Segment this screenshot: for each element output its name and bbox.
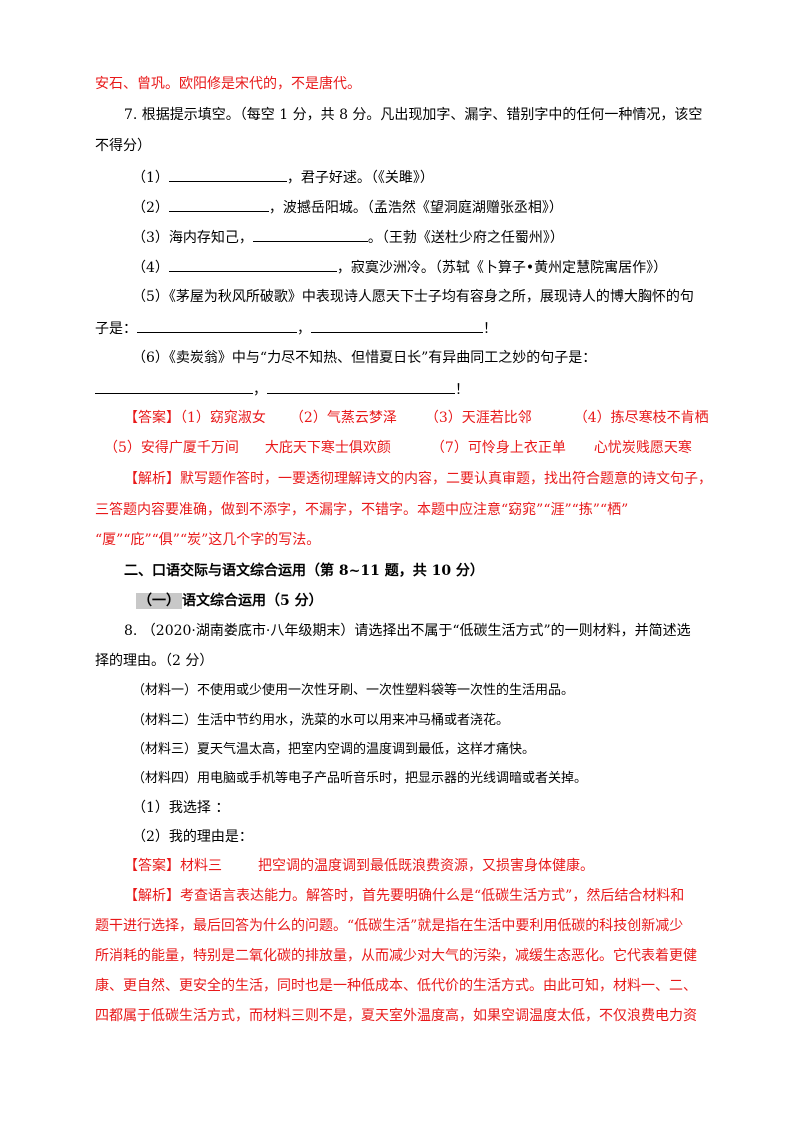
item-number: （1）: [132, 170, 169, 186]
item-text: ，君子好逑。（《关雎》）: [286, 170, 434, 186]
section-2-title: 二、口语交际与语文综合运用（第 8~11 题，共 10 分）: [124, 563, 484, 579]
q7-instruction-line2: 不得分）: [95, 138, 151, 154]
analysis-tag: 【解析】: [124, 471, 180, 487]
item-text: ，寂寞沙洲冷。（苏轼《卜算子•黄州定慧院寓居作》）: [336, 260, 668, 276]
item-number: （3）: [132, 230, 169, 246]
answer-blank[interactable]: [252, 226, 368, 242]
item-number: （4）: [132, 260, 169, 276]
item-text: 海内存知己，: [168, 230, 253, 246]
q7-item-3: （3）海内存知己， 。（王勃《送杜少府之任蜀州》）: [132, 226, 564, 248]
material-2: （材料二）生活中节约用水，洗菜的水可以用来冲马桶或者浇花。: [132, 713, 510, 728]
q8-analysis-line1: 【解析】考查语言表达能力。解答时，首先要明确什么是“低碳生活方式”，然后结合材料…: [124, 888, 685, 904]
q7-item-5-line2: 子是：，！: [95, 317, 497, 339]
answer-blank[interactable]: [311, 317, 483, 333]
q7-answer-line2: （5）安得广厦千万间大庇天下寒士俱欢颜（7）可怜身上衣正单心忧炭贱愿天寒: [104, 440, 692, 456]
q7-analysis-line3: “厦”“庇”“俱”“炭”这几个字的写法。: [95, 532, 321, 548]
section-2-subtitle: （一）语文综合运用（5 分）: [136, 593, 323, 609]
answer-tag: 【答案】: [124, 410, 180, 426]
q7-item-5-line1: （5）《茅屋为秋风所破歌》中表现诗人愿天下士子均有容身之所，展现诗人的博大胸怀的…: [132, 289, 694, 305]
subsection-tag: （一）: [136, 593, 182, 609]
material-4: （材料四）用电脑或手机等电子产品听音乐时，把显示器的光线调暗或者关掉。: [132, 771, 588, 786]
q7-answer-line1: 【答案】（1）窈窕淑女（2）气蒸云梦泽（3）天涯若比邻（4）拣尽寒枝不肯栖: [124, 410, 709, 426]
item-text: 。（王勃《送杜少府之任蜀州》）: [367, 230, 564, 246]
answer-blank[interactable]: [267, 378, 455, 394]
q8-choose: （1）我选择 ：: [132, 800, 230, 816]
q7-item-6-line2: ，！: [95, 378, 469, 400]
material-3: （材料三）夏天气温太高，把室内空调的温度调到最低，这样才痛快。: [132, 742, 536, 757]
material-1: （材料一）不使用或少使用一次性牙刷、一次性塑料袋等一次性的生活用品。: [132, 683, 575, 698]
q7-item-1: （1） ，君子好逑。（《关雎》）: [132, 166, 434, 188]
q8-reason: （2）我的理由是：: [132, 829, 253, 845]
item-text: ，波撼岳阳城。（孟浩然《望洞庭湖赠张丞相》）: [268, 200, 563, 216]
answer-blank[interactable]: [168, 166, 287, 182]
q8-answer: 【答案】材料三把空调的温度调到最低既浪费资源，又损害身体健康。: [124, 858, 594, 874]
item-number: （2）: [132, 200, 169, 216]
continued-analysis-line: 安石、曾巩。欧阳修是宋代的，不是唐代。: [95, 76, 361, 92]
q7-analysis-line2: 三答题内容要准确，做到不添字，不漏字，不错字。本题中应注意“窈窕”“涯”“拣”“…: [95, 502, 629, 518]
answer-blank[interactable]: [137, 317, 297, 333]
q8-line2: 择的理由。（2 分）: [95, 653, 214, 669]
q7-item-6-line1: （6）《卖炭翁》中与“力尽不知热、但惜夏日长”有异曲同工之妙的句子是：: [132, 350, 597, 366]
q8-line1: 8. （2020·湖南娄底市·八年级期末）请选择出不属于“低碳生活方式”的一则材…: [124, 623, 691, 639]
q8-analysis-line2: 题干进行选择，最后回答为什么的问题。“低碳生活”就是指在生活中要利用低碳的科技创…: [95, 918, 684, 934]
q7-analysis-line1: 【解析】默写题作答时，一要透彻理解诗文的内容，二要认真审题，找出符合题意的诗文句…: [124, 471, 712, 487]
answer-blank[interactable]: [168, 256, 337, 272]
q7-item-2: （2） ，波撼岳阳城。（孟浩然《望洞庭湖赠张丞相》）: [132, 196, 563, 218]
q7-instruction-line1: 7. 根据提示填空。（每空 1 分，共 8 分。凡出现加字、漏字、错别字中的任何…: [124, 107, 703, 123]
analysis-tag: 【解析】: [124, 888, 180, 904]
q8-analysis-line3: 所消耗的能量，特别是二氧化碳的排放量，从而减少对大气的污染，减缓生态恶化。它代表…: [95, 948, 697, 964]
answer-blank[interactable]: [95, 378, 253, 394]
q8-analysis-line4: 康、更自然、更安全的生活，同时也是一种低成本、低代价的生活方式。由此可知，材料一…: [95, 978, 697, 994]
answer-blank[interactable]: [168, 196, 269, 212]
q7-item-4: （4） ，寂寞沙洲冷。（苏轼《卜算子•黄州定慧院寓居作》）: [132, 256, 667, 278]
q8-analysis-line5: 四都属于低碳生活方式，而材料三则不是，夏天室外温度高，如果空调温度太低，不仅浪费…: [95, 1008, 697, 1024]
answer-tag: 【答案】: [124, 858, 180, 874]
